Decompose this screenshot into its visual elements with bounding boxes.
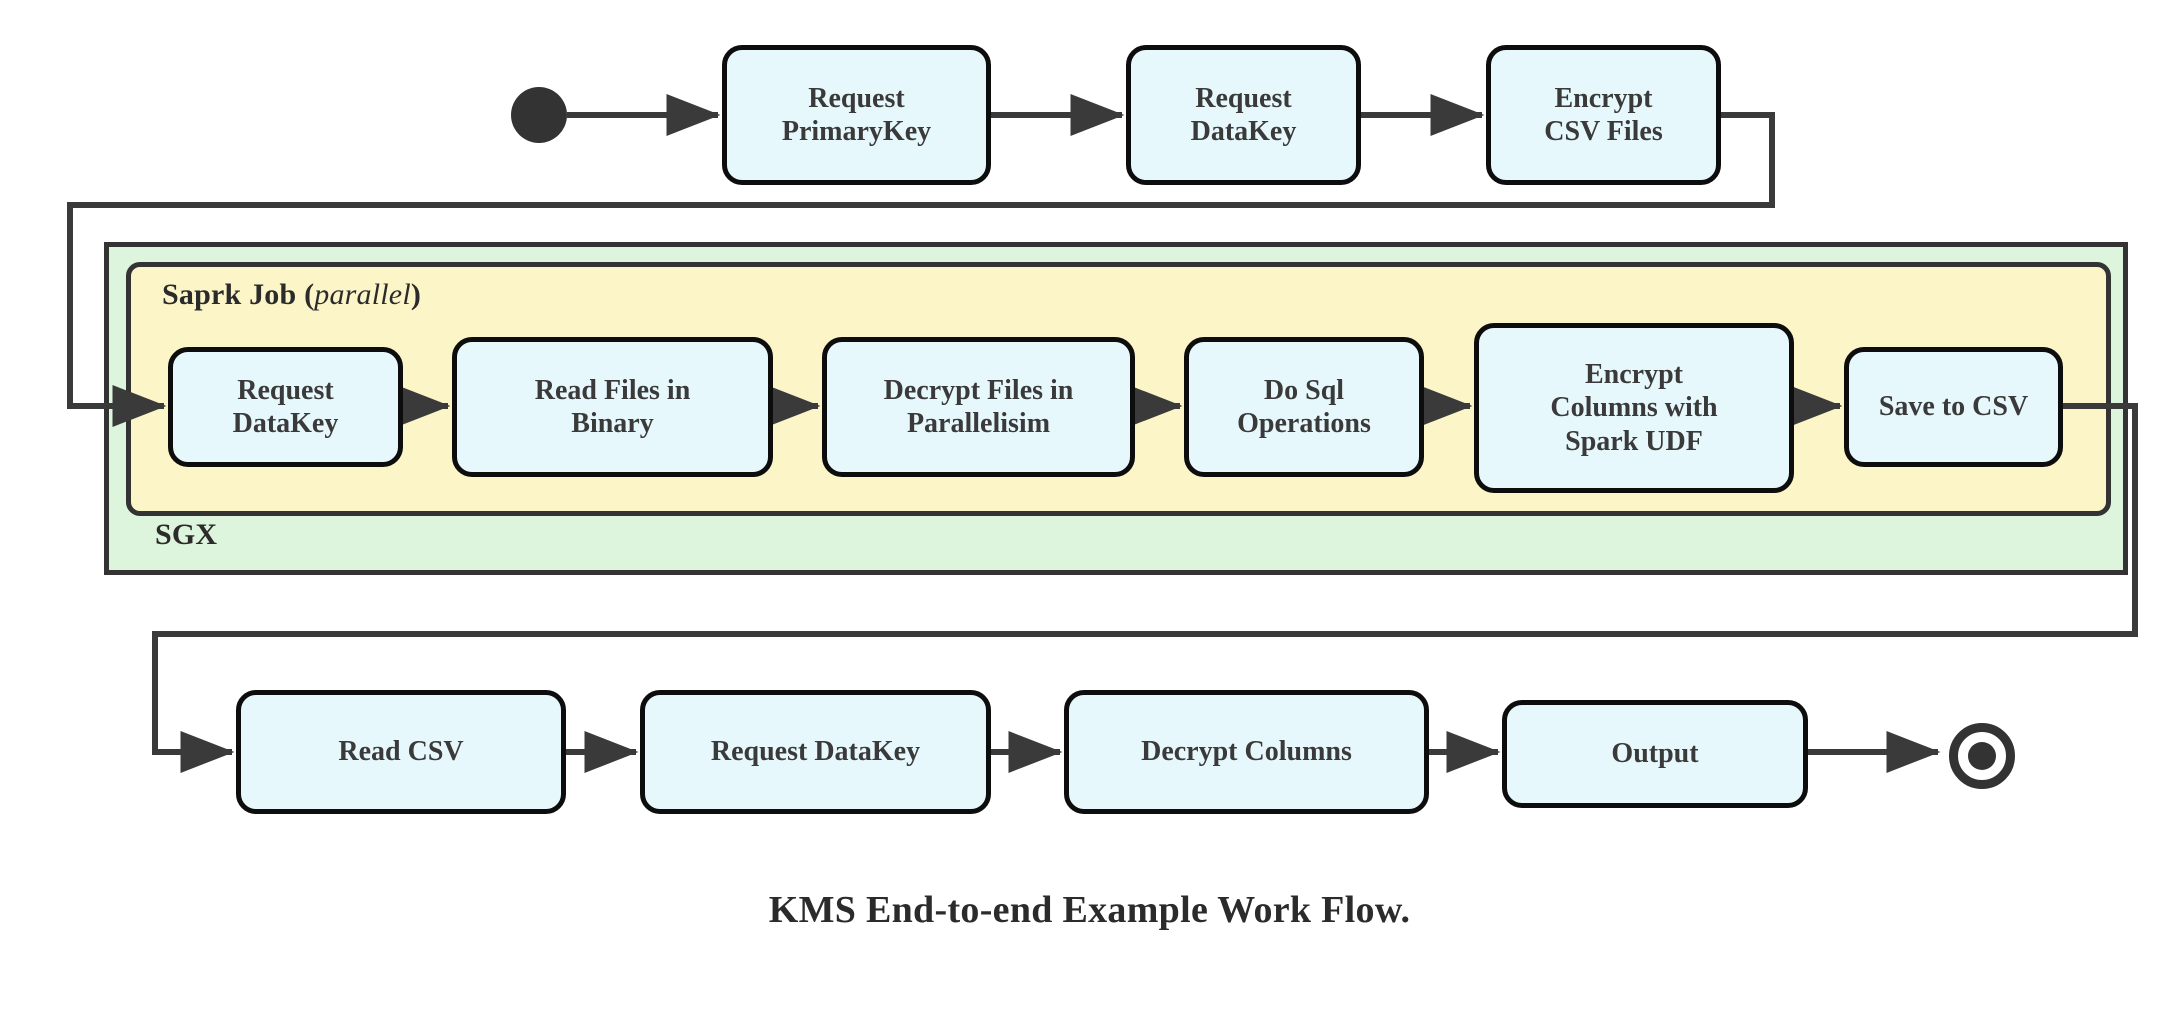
- spark-job-paren-close: ): [410, 278, 422, 311]
- node-label-line1: Request: [237, 374, 334, 406]
- node-label-line1: Read Files in: [534, 374, 691, 406]
- node-label-line3: Spark UDF: [1565, 425, 1703, 457]
- node-request-datakey-spark[interactable]: Request DataKey: [168, 347, 403, 467]
- node-label-line1: Decrypt Files in: [883, 374, 1074, 406]
- node-label-line1: Encrypt: [1554, 82, 1653, 114]
- diagram-caption: KMS End-to-end Example Work Flow.: [768, 889, 1411, 931]
- node-read-csv[interactable]: Read CSV: [236, 690, 566, 814]
- node-decrypt-columns[interactable]: Decrypt Columns: [1064, 690, 1429, 814]
- node-label-line2: DataKey: [232, 408, 339, 439]
- node-output[interactable]: Output: [1502, 700, 1808, 808]
- sgx-label: SGX: [155, 518, 218, 551]
- spark-job-label-text: Saprk Job: [162, 278, 297, 311]
- node-request-datakey-bottom[interactable]: Request DataKey: [640, 690, 991, 814]
- node-label-line2: PrimaryKey: [781, 116, 932, 147]
- node-decrypt-files-in-parallelisim[interactable]: Decrypt Files in Parallelisim: [822, 337, 1135, 477]
- node-do-sql-operations[interactable]: Do Sql Operations: [1184, 337, 1424, 477]
- node-label-line1: Output: [1611, 738, 1699, 770]
- node-encrypt-csv-files[interactable]: Encrypt CSV Files: [1486, 45, 1721, 185]
- end-terminal-icon: [1949, 723, 2015, 789]
- start-terminal-icon: [511, 87, 567, 143]
- spark-job-paren-open: (: [304, 278, 315, 311]
- node-label-line2: Binary: [571, 408, 654, 439]
- spark-job-parallel-text: parallel: [314, 278, 411, 311]
- node-read-files-in-binary[interactable]: Read Files in Binary: [452, 337, 773, 477]
- spark-job-label: Saprk Job (parallel): [162, 278, 421, 312]
- node-label-line1: Save to CSV: [1878, 391, 2029, 423]
- node-label-line2: Operations: [1237, 408, 1371, 439]
- node-label-line2: DataKey: [1190, 116, 1297, 147]
- node-label-line1: Read CSV: [338, 736, 464, 768]
- node-label-line2: Parallelisim: [906, 408, 1051, 439]
- node-request-primarykey[interactable]: Request PrimaryKey: [722, 45, 991, 185]
- node-label-line1: Decrypt Columns: [1141, 736, 1352, 768]
- node-label-line2: CSV Files: [1544, 116, 1663, 147]
- node-label-line2: Columns with: [1550, 392, 1718, 424]
- node-request-datakey-top[interactable]: Request DataKey: [1126, 45, 1361, 185]
- node-save-to-csv[interactable]: Save to CSV: [1844, 347, 2063, 467]
- node-encrypt-columns-with-spark-udf[interactable]: Encrypt Columns with Spark UDF: [1474, 323, 1794, 493]
- node-label-line1: Request: [1195, 82, 1292, 114]
- node-label-line1: Request: [808, 82, 905, 114]
- node-label-line1: Encrypt: [1584, 359, 1683, 391]
- node-label-line1: Request DataKey: [710, 736, 921, 768]
- node-label-line1: Do Sql: [1263, 374, 1345, 406]
